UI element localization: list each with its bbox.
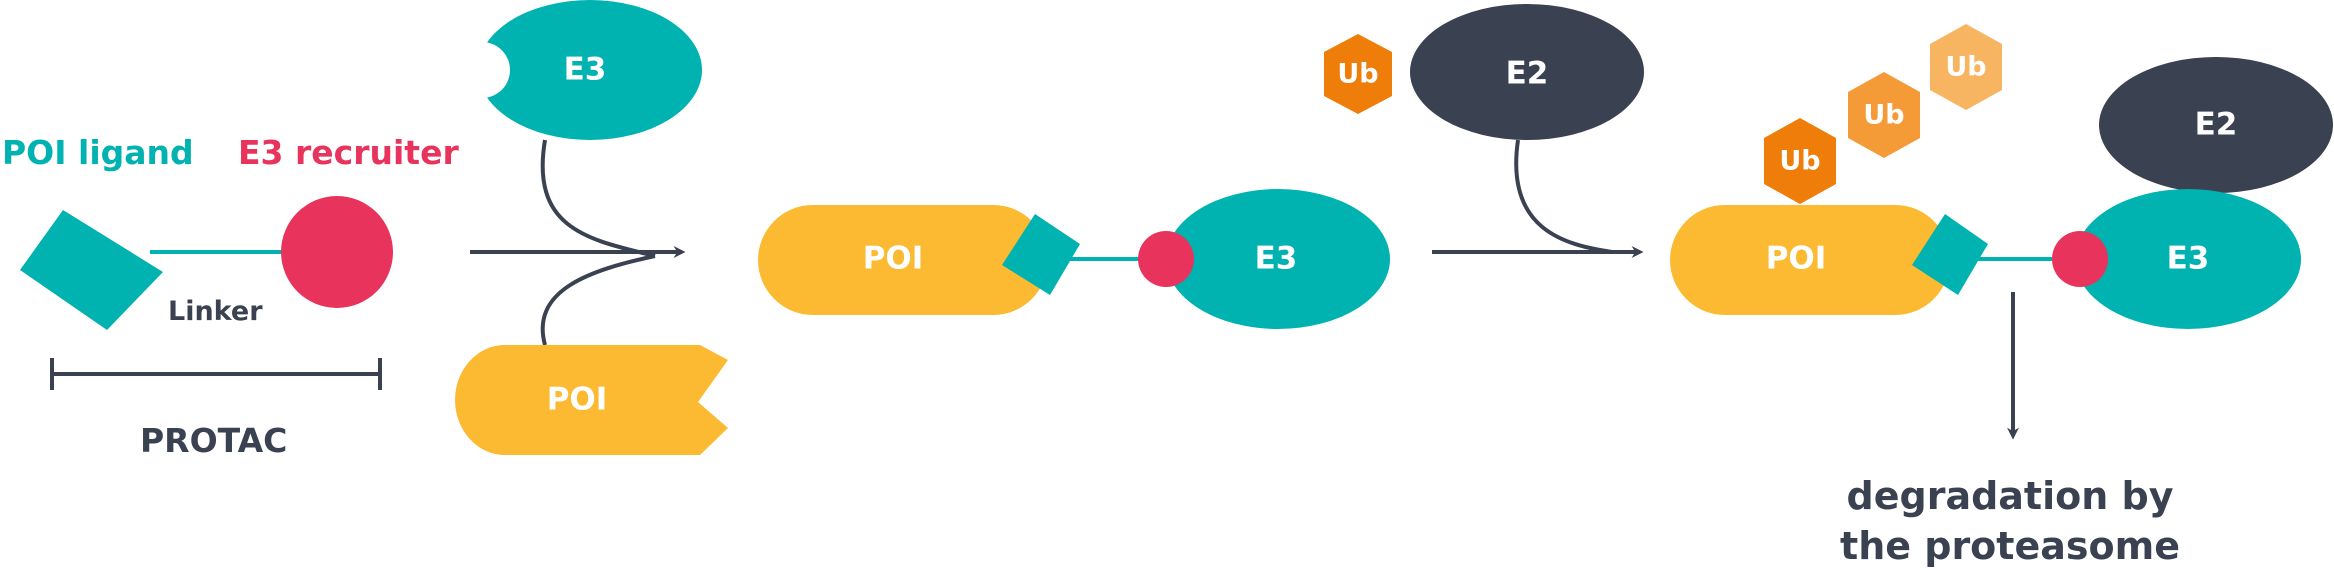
degradation-poi-label: POI xyxy=(1765,240,1827,277)
poi-in-complex xyxy=(758,205,1048,315)
poi-recruitment-curve xyxy=(540,254,656,346)
protac-label: PROTAC xyxy=(140,421,288,460)
ub-light-label: Ub xyxy=(1945,51,1987,83)
e3-recruitment-curve xyxy=(540,139,656,258)
ub-hexagon-light xyxy=(1930,24,2002,110)
complex-poi-label: POI xyxy=(862,240,924,277)
poi-ligand-in-degradation-complex xyxy=(1912,214,1988,295)
e2-top-label: E2 xyxy=(1505,55,1549,92)
poi-ligand-in-complex xyxy=(1002,214,1080,295)
e3-recruiter-shape xyxy=(281,196,393,308)
e2-right-label: E2 xyxy=(2194,106,2238,143)
e3-binding-pocket xyxy=(454,42,510,98)
poi-shape xyxy=(455,345,728,455)
poi-ligand-label: POI ligand xyxy=(2,133,194,172)
e3-ligase-shape xyxy=(478,0,702,140)
e3-recruiter-in-complex xyxy=(1138,231,1194,287)
e2-recruitment-curve xyxy=(1514,139,1613,254)
e2-enzyme-top xyxy=(1410,4,1644,140)
outcome-line-1: degradation by xyxy=(1846,474,2174,518)
ub-mid-label: Ub xyxy=(1863,99,1905,131)
complex-e3-label: E3 xyxy=(1254,240,1298,277)
poi-ligand-shape xyxy=(20,210,163,330)
ub-hexagon-dark xyxy=(1764,118,1836,204)
e3-in-complex xyxy=(1166,189,1390,329)
e3-recruiter-in-degradation-complex xyxy=(2052,231,2108,287)
degradation-e3-label: E3 xyxy=(2166,240,2210,277)
e3-label: E3 xyxy=(563,51,607,88)
e3-recruiter-label: E3 recruiter xyxy=(238,133,459,172)
ub-hexagon-mid xyxy=(1848,72,1920,158)
ubiquitinated-poi xyxy=(1670,205,1950,315)
ub-hexagon-left xyxy=(1324,34,1392,114)
ub-left-label: Ub xyxy=(1337,58,1379,90)
poi-label: POI xyxy=(546,381,608,418)
e2-enzyme-right xyxy=(2099,57,2333,193)
outcome-line-2: the proteasome xyxy=(1840,524,2180,568)
e3-in-degradation-complex xyxy=(2075,189,2301,329)
linker-label: Linker xyxy=(168,296,263,327)
ub-dark-label: Ub xyxy=(1779,145,1821,177)
